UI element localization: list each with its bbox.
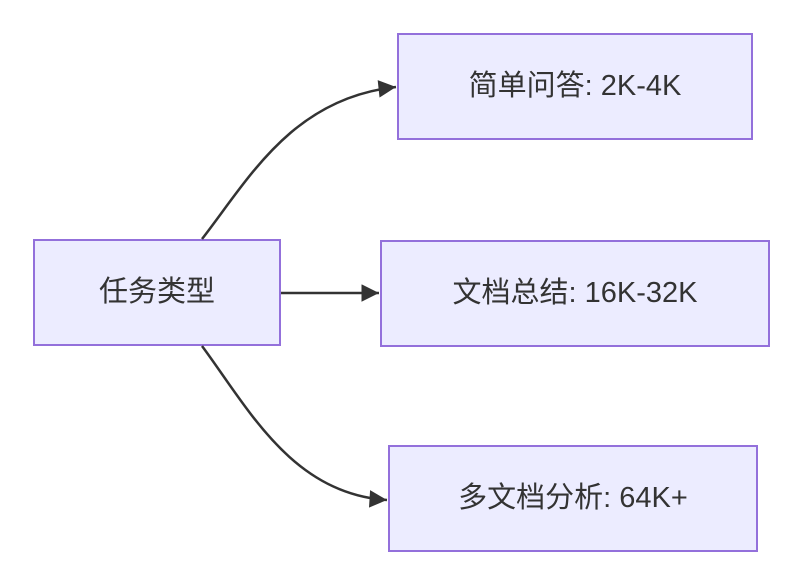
edge-task-type-to-multi-doc bbox=[200, 345, 388, 508]
node-simple-qa: 简单问答: 2K-4K bbox=[397, 33, 753, 140]
edge-task-type-to-simple-qa bbox=[201, 80, 397, 240]
node-doc-summary: 文档总结: 16K-32K bbox=[380, 240, 770, 347]
node-task-type: 任务类型 bbox=[33, 239, 281, 346]
node-multi-doc: 多文档分析: 64K+ bbox=[388, 445, 758, 552]
node-multi-doc-label: 多文档分析: 64K+ bbox=[458, 482, 688, 515]
node-doc-summary-label: 文档总结: 16K-32K bbox=[452, 277, 698, 310]
node-simple-qa-label: 简单问答: 2K-4K bbox=[468, 70, 682, 103]
node-task-type-label: 任务类型 bbox=[98, 276, 215, 309]
